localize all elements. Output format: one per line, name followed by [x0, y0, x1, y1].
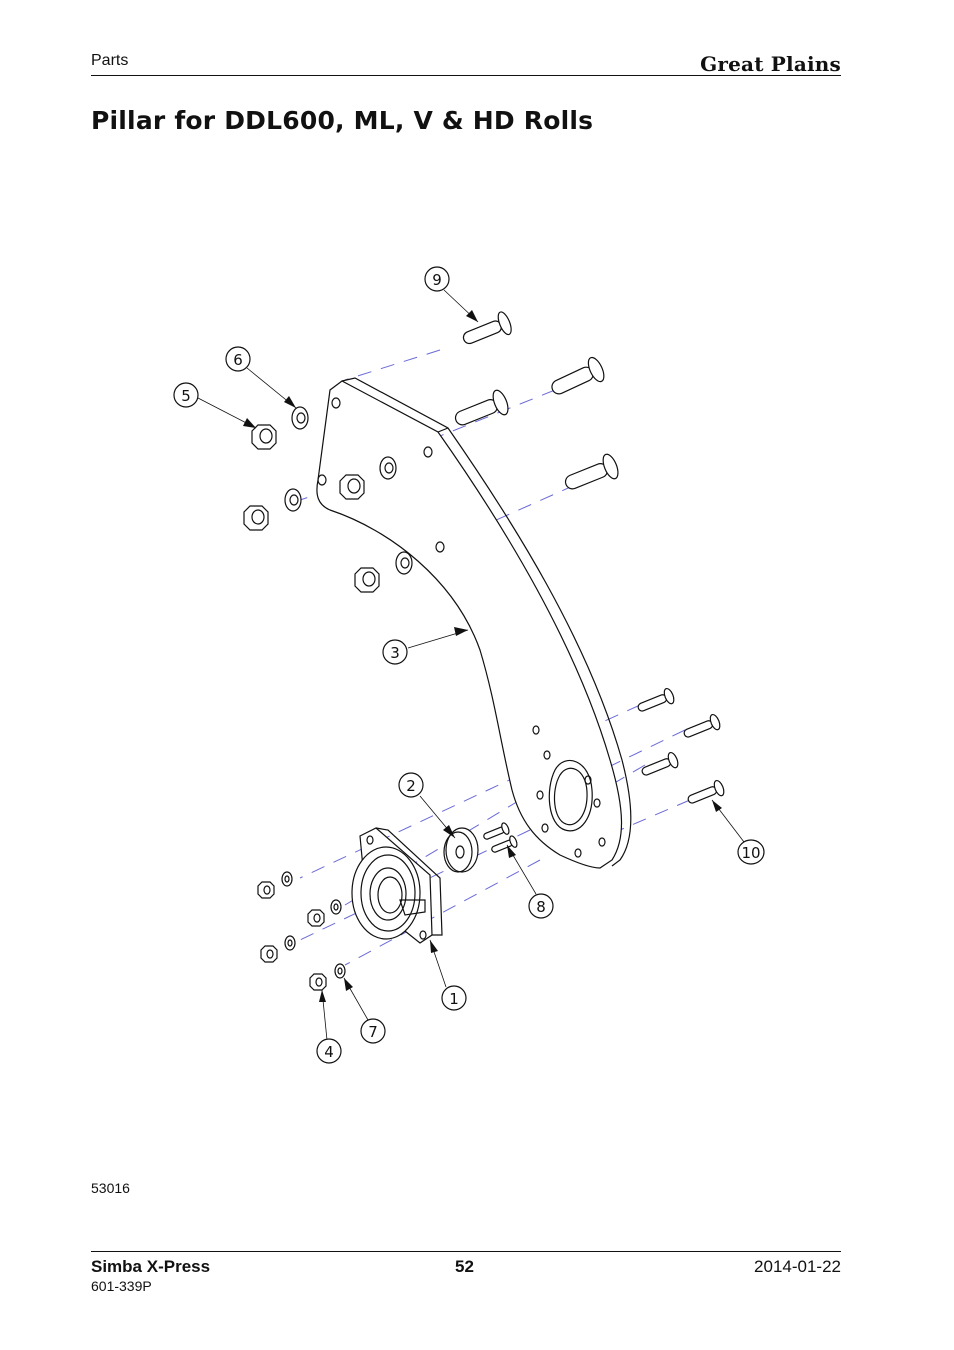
- nuts-washers-lower: [257, 871, 346, 991]
- footer-page-number: 52: [455, 1257, 474, 1276]
- callout-6: 6: [225, 346, 251, 372]
- bolts-upper: [454, 311, 619, 490]
- pillar-plate: [316, 377, 632, 869]
- svg-text:4: 4: [324, 1043, 334, 1061]
- header-rule: [91, 75, 841, 76]
- svg-text:2: 2: [406, 777, 416, 795]
- callout-1: 1: [441, 985, 467, 1011]
- footer-rule: [91, 1251, 841, 1252]
- footer-date: 2014-01-22: [754, 1257, 841, 1276]
- svg-text:1: 1: [449, 990, 459, 1008]
- callout-2: 2: [398, 772, 424, 798]
- svg-text:3: 3: [390, 644, 400, 662]
- svg-text:8: 8: [536, 898, 546, 916]
- callout-8: 8: [528, 893, 554, 919]
- drawing-id: 53016: [91, 1180, 130, 1196]
- callout-5: 5: [173, 382, 199, 408]
- callout-7: 7: [360, 1018, 386, 1044]
- callout-4: 4: [316, 1038, 342, 1064]
- nuts-washers-upper: [243, 406, 413, 593]
- bolts-lower: [483, 687, 725, 853]
- callout-9: 9: [424, 266, 450, 292]
- callout-10: 10: [737, 839, 765, 865]
- svg-text:7: 7: [368, 1023, 378, 1041]
- page-title: Pillar for DDL600, ML, V & HD Rolls: [91, 106, 594, 135]
- brand-logo: Great Plains: [700, 52, 841, 76]
- footer-part-number: 601-339P: [91, 1278, 152, 1294]
- leader-lines: [197, 289, 745, 1041]
- svg-text:5: 5: [181, 387, 191, 405]
- svg-text:6: 6: [233, 351, 243, 369]
- callout-3: 3: [382, 639, 408, 665]
- flange-bearing: [351, 827, 443, 944]
- locking-collar: [443, 827, 479, 873]
- header-section-label: Parts: [91, 52, 129, 69]
- footer-product: Simba X-Press: [91, 1257, 211, 1276]
- svg-text:10: 10: [741, 844, 760, 862]
- svg-text:9: 9: [432, 271, 442, 289]
